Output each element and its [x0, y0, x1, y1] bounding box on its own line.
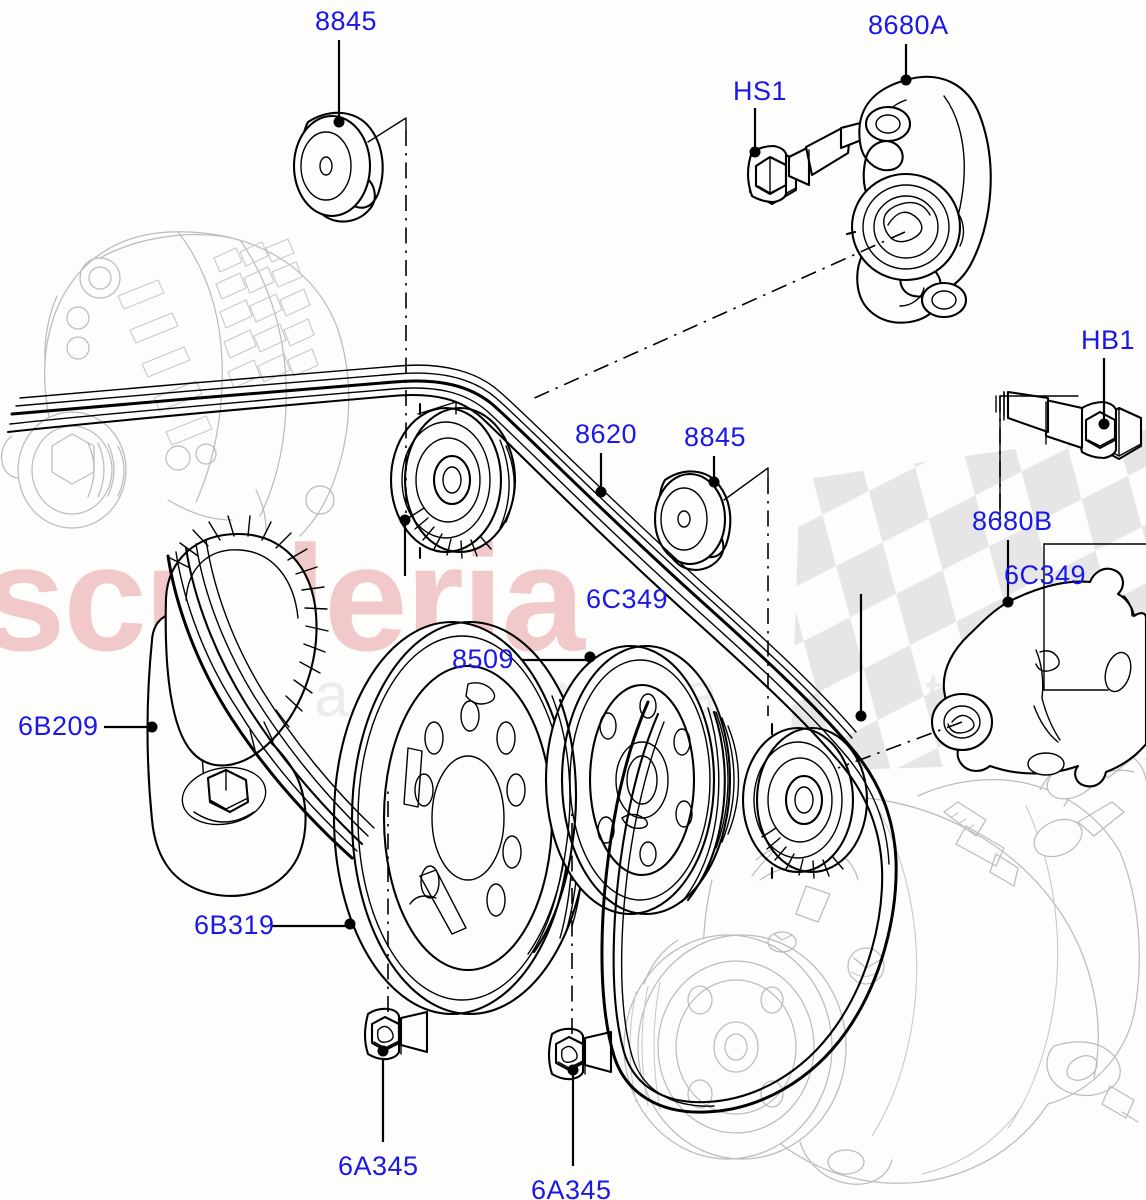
- pulley-retaining-bolt-right: [547, 1027, 613, 1081]
- leader-dot-hs1: [749, 146, 761, 158]
- drive-belt-tensioner-assembly: [845, 75, 992, 324]
- pulley-retaining-bolt-left: [363, 1007, 429, 1061]
- leader-dot-hb1: [1098, 418, 1110, 430]
- leader-dot-8845: [708, 476, 720, 488]
- ac-compressor-ghost: [623, 743, 1146, 1185]
- idler-pulley-cover-mid: [653, 470, 732, 571]
- callout-6a345-left[interactable]: 6A345: [338, 1151, 419, 1181]
- callout-hs1[interactable]: HS1: [733, 76, 788, 106]
- leader-dot-6c349: [399, 514, 411, 526]
- alternator-ghost: [0, 231, 350, 537]
- water-pump-pulley: [544, 644, 740, 916]
- idler-pulley-upper: [389, 402, 517, 560]
- leader-dot-8680b: [1002, 596, 1014, 608]
- callout-8845-top[interactable]: 8845: [315, 6, 378, 36]
- leader-dot-8509: [584, 651, 596, 663]
- idler-pulley-bracket: [930, 567, 1146, 788]
- callout-6c349-right[interactable]: 6C349: [1004, 560, 1087, 590]
- callout-6a345-right[interactable]: 6A345: [531, 1175, 612, 1200]
- callout-6b209[interactable]: 6B209: [18, 711, 99, 741]
- callout-leaders: [104, 40, 1110, 1166]
- idler-pulley-lower: [741, 722, 869, 880]
- alternator-pulley-ghost: [17, 411, 127, 529]
- callout-8509[interactable]: 8509: [452, 644, 515, 674]
- callout-6b319[interactable]: 6B319: [194, 910, 275, 940]
- callout-8680a[interactable]: 8680A: [868, 10, 949, 40]
- callout-8680b[interactable]: 8680B: [972, 506, 1053, 536]
- leader-dot-6b319: [344, 918, 356, 930]
- leader-dot-6a345: [567, 1064, 579, 1076]
- compressor-clutch-pulley-ghost: [623, 934, 847, 1160]
- leader-dot-6c349: [855, 710, 867, 722]
- callout-6c349-left[interactable]: 6C349: [586, 584, 669, 614]
- idler-pulley-cover-top: [292, 111, 384, 223]
- callout-8845-mid[interactable]: 8845: [684, 422, 747, 452]
- leader-dot-8620: [595, 486, 607, 498]
- alignment-axes: [387, 130, 1001, 1034]
- idler-pulley-flange-bolt: [1003, 390, 1143, 461]
- callout-hb1[interactable]: HB1: [1081, 325, 1136, 355]
- leader-dot-8680a: [900, 74, 912, 86]
- callout-8620[interactable]: 8620: [575, 419, 638, 449]
- leader-dot-8845: [333, 116, 345, 128]
- leader-dot-6a345: [377, 1045, 389, 1057]
- projection-lines: [367, 117, 1146, 691]
- leader-dot-6b209: [146, 721, 158, 733]
- tensioner-pulley-grooved: [164, 515, 329, 767]
- accessory-drive-belt: [6, 364, 898, 1114]
